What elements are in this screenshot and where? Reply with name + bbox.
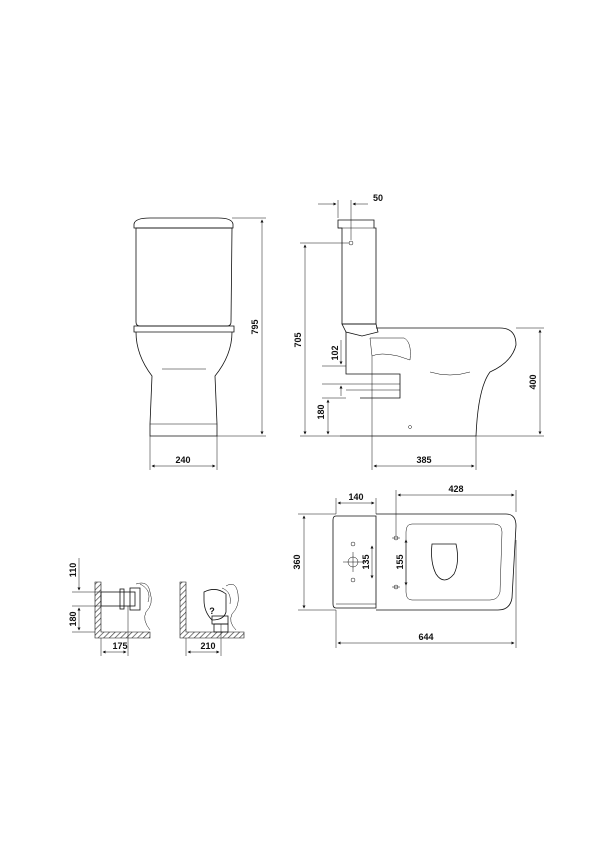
front-dim-height: 795: [250, 319, 260, 334]
front-joint: [133, 325, 235, 333]
detail-v-dim-wall-distance: 210: [200, 641, 215, 651]
side-dim-inlet-gap: 102: [330, 345, 340, 360]
side-dim-inlet-height: 705: [293, 332, 303, 347]
top-tank: [332, 515, 377, 609]
side-dim-outlet-height: 180: [316, 404, 326, 419]
detail-horizontal-outlet: 110 180 175: [68, 558, 152, 656]
detail-v-marker: ?: [209, 606, 215, 616]
front-view: 795 240: [133, 217, 266, 470]
detail-h-wall: [94, 581, 151, 639]
top-fixing-point: [350, 577, 356, 583]
top-view: 140 428 360 135 155 644: [292, 484, 517, 648]
top-dim-bowl-length: 428: [448, 484, 463, 494]
front-tank-lid: [133, 217, 234, 229]
detail-vertical-outlet: ? 210: [179, 581, 245, 656]
detail-h-dim-pipe-top: 110: [68, 563, 78, 578]
top-dim-fixing-b: 155: [395, 554, 405, 569]
side-view: 50 705 102 180 400 385: [293, 193, 544, 470]
side-tank: [337, 219, 377, 325]
top-seat: [376, 513, 517, 611]
front-bowl: [135, 331, 233, 437]
side-connector: [341, 323, 379, 337]
top-dim-fixing-a: 135: [361, 554, 371, 569]
detail-h-dim-wall-distance: 175: [112, 641, 127, 651]
top-fixing-point: [350, 541, 356, 547]
side-inlet-point: [348, 240, 354, 246]
side-bowl: [376, 327, 517, 437]
side-dim-bowl-height: 400: [528, 374, 538, 389]
side-bowl-front: [345, 332, 401, 399]
detail-h-pipe: [100, 591, 136, 607]
detail-v-wall: [179, 581, 245, 639]
top-dim-overall-length: 644: [418, 632, 433, 642]
detail-h-bowl-sketch: [135, 582, 152, 631]
top-dim-tank-depth: 140: [348, 492, 363, 502]
detail-h-dim-pipe-height: 180: [68, 611, 78, 626]
top-bowl-opening: [431, 543, 458, 581]
top-dim-width: 360: [292, 554, 302, 569]
front-dim-base: 240: [175, 455, 190, 465]
side-dim-outlet-depth: 385: [416, 455, 431, 465]
front-tank: [135, 227, 233, 327]
detail-v-bowl: [203, 589, 227, 621]
side-trapway: [369, 337, 411, 361]
side-dim-tank-offset: 50: [373, 193, 383, 203]
top-seat-inner: [405, 523, 503, 601]
